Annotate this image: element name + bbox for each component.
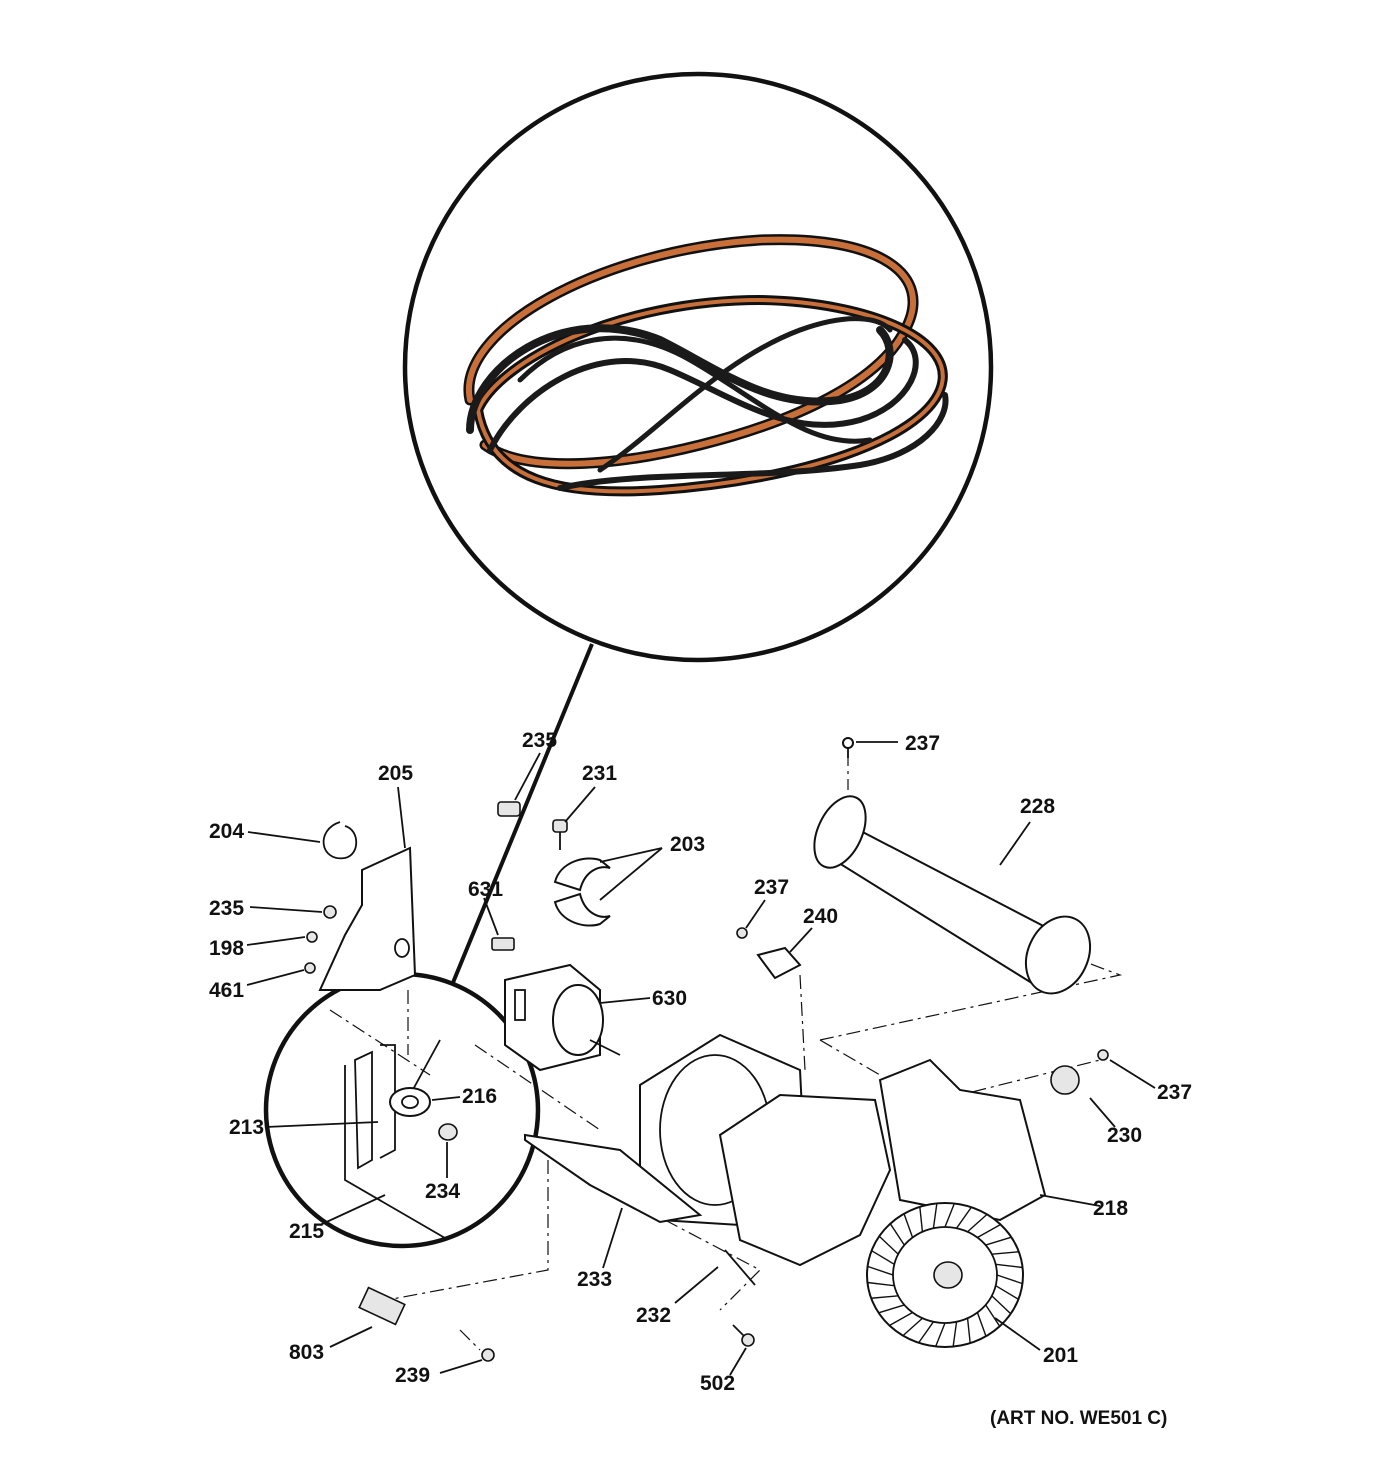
callout-198: 198 — [209, 937, 244, 960]
idler-pulley — [389, 1087, 431, 1117]
blower-fin — [902, 1317, 923, 1337]
blower-fin — [944, 1203, 955, 1228]
callout-234: 234 — [425, 1180, 460, 1203]
callout-218: 218 — [1093, 1197, 1128, 1220]
blower-fin — [871, 1295, 899, 1299]
blower-fin — [889, 1311, 913, 1327]
blower-fin — [985, 1236, 1012, 1246]
blower-fin — [995, 1285, 1019, 1300]
art-number: (ART NO. WE501 C) — [990, 1408, 1167, 1429]
screw-231 — [552, 819, 568, 850]
callout-240: 240 — [803, 905, 838, 928]
callout-235: 235 — [209, 897, 244, 920]
callout-233: 233 — [577, 1268, 612, 1291]
callout-201: 201 — [1043, 1344, 1078, 1367]
callout-630: 630 — [652, 987, 687, 1010]
thermostat-240 — [756, 946, 802, 980]
callout-203: 203 — [670, 833, 705, 856]
blower-fin — [952, 1321, 958, 1347]
screw-232 — [724, 1249, 756, 1286]
drive-belt-illustration — [463, 234, 949, 497]
drive-motor — [504, 963, 621, 1072]
screw-235-left — [323, 905, 337, 919]
screw-461 — [304, 962, 316, 974]
callout-502: 502 — [700, 1372, 735, 1395]
callout-239: 239 — [395, 1364, 430, 1387]
callout-803: 803 — [289, 1341, 324, 1364]
motor-base-233 — [524, 1133, 703, 1224]
blower-fin — [991, 1251, 1019, 1255]
thermal-fuse-230 — [1050, 1065, 1080, 1095]
callout-631: 631 — [468, 878, 503, 901]
screw-237-top — [842, 737, 854, 758]
blower-fin — [967, 1213, 988, 1233]
blower-fin — [996, 1274, 1023, 1285]
pulley-detail-inset — [263, 971, 541, 1249]
blower-fin — [932, 1203, 938, 1229]
callout-230: 230 — [1107, 1124, 1142, 1147]
blower-fin — [867, 1265, 894, 1276]
switch-803 — [358, 1286, 406, 1326]
motor-bracket — [318, 846, 417, 991]
callout-228: 228 — [1020, 795, 1055, 818]
blower-fin — [966, 1318, 971, 1344]
blower-fin — [977, 1223, 1001, 1239]
idler-arm — [344, 1065, 446, 1239]
blower-fin — [871, 1250, 895, 1265]
exhaust-duct — [813, 795, 1092, 995]
callout-215: 215 — [289, 1220, 324, 1243]
blower-fin — [919, 1206, 924, 1232]
blower-fin — [976, 1312, 987, 1337]
belt-detail-inset — [402, 71, 994, 663]
callout-235: 235 — [522, 729, 557, 752]
callout-231: 231 — [582, 762, 617, 785]
blower-fin — [889, 1223, 905, 1246]
blower-fin — [985, 1304, 1001, 1327]
blower-fin — [955, 1206, 972, 1229]
pulley-washer — [438, 1123, 458, 1141]
part-631 — [491, 937, 515, 951]
motor-straps — [553, 857, 611, 927]
screw-198 — [306, 931, 318, 943]
idler-bracket — [354, 1050, 373, 1170]
blower-housing — [639, 1033, 1047, 1267]
callout-237: 237 — [754, 876, 789, 899]
callout-204: 204 — [209, 820, 244, 843]
screw-502 — [741, 1333, 755, 1347]
blower-wheel — [866, 1202, 1024, 1348]
callout-232: 232 — [636, 1304, 671, 1327]
callout-213: 213 — [229, 1116, 264, 1139]
inset-connector-line — [450, 643, 594, 986]
blower-fin — [995, 1263, 1023, 1269]
screw-235-top — [497, 801, 521, 817]
clip-204 — [322, 821, 358, 860]
screw-239 — [481, 1348, 495, 1362]
blower-fin — [867, 1281, 895, 1287]
callout-461: 461 — [209, 979, 244, 1002]
callout-237: 237 — [905, 732, 940, 755]
callout-237: 237 — [1157, 1081, 1192, 1104]
callouts: 235 231 205 237 228 204 203 631 237 240 … — [209, 729, 1192, 1395]
callout-205: 205 — [378, 762, 413, 785]
blower-fin — [878, 1235, 899, 1255]
blower-fin — [878, 1304, 905, 1314]
screw-237-right — [1097, 1049, 1109, 1061]
blower-fin — [918, 1321, 935, 1344]
parts — [304, 737, 1109, 1362]
blower-fin — [935, 1322, 946, 1347]
callout-216: 216 — [462, 1085, 497, 1108]
leader-lines — [246, 741, 1156, 1376]
screw-237-mid — [736, 927, 748, 939]
blower-fin — [903, 1213, 914, 1238]
blower-fin — [991, 1295, 1012, 1315]
